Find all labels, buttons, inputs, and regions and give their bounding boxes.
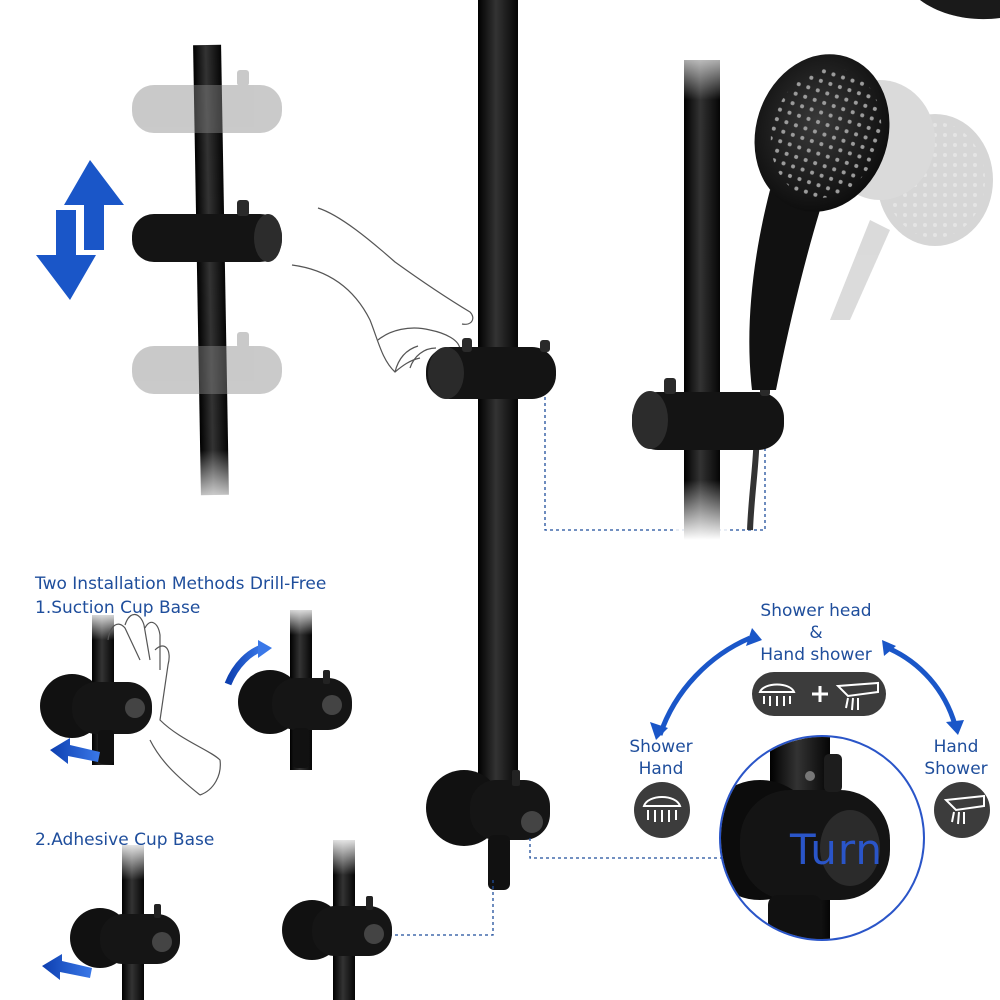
right-mode-line-1: Hand — [933, 737, 979, 757]
showerhead-icon — [642, 796, 682, 822]
mode-arrows — [650, 628, 964, 740]
hand-line-art-2 — [107, 613, 221, 796]
right-mode-label: Hand Shower — [910, 736, 1000, 780]
dotted-connectors — [385, 397, 766, 936]
hand-shower-mode-badge — [934, 782, 990, 838]
adhesive-base-2 — [282, 835, 392, 1000]
handheld-shower-icon — [835, 681, 879, 711]
plus-icon — [812, 686, 828, 702]
right-mode-line-2: Shower — [924, 759, 988, 779]
ghost-bracket-bottom — [132, 332, 282, 394]
up-down-arrows-icon — [36, 160, 124, 300]
pull-arrow-icon — [50, 738, 100, 764]
showerhead-icon — [758, 683, 796, 706]
diverter-zoom — [719, 735, 925, 941]
turn-label: Turn — [790, 825, 884, 874]
left-mode-line-2: Hand — [638, 759, 684, 779]
ghost-bracket-top — [132, 70, 282, 133]
left-mode-line-1: Shower — [629, 737, 693, 757]
handheld-shower-icon — [943, 794, 985, 825]
hand-line-art — [291, 207, 474, 373]
combined-mode-badge — [752, 672, 886, 716]
bracket-active — [132, 200, 282, 262]
method-2-label: 2.Adhesive Cup Base — [35, 830, 215, 850]
left-mode-label: Shower Hand — [615, 736, 707, 780]
suction-base-1 — [40, 610, 152, 765]
rain-head-edge — [920, 0, 1000, 20]
combined-mode-label: Shower head & Hand shower — [740, 600, 892, 666]
suction-base-2 — [224, 605, 352, 770]
methods-heading: Two Installation Methods Drill-Free — [35, 574, 327, 594]
combined-mode-line-1: Shower head — [760, 601, 872, 621]
combined-mode-line-2: & — [809, 623, 823, 643]
handheld-shower-illustration — [632, 40, 993, 540]
combined-mode-line-3: Hand shower — [760, 645, 872, 665]
adhesive-base-1 — [42, 840, 180, 1000]
shower-hand-mode-badge — [634, 782, 690, 838]
pull-arrow-icon-2 — [42, 954, 92, 980]
main-slide-bar — [426, 0, 556, 890]
sliding-bracket-illustration — [36, 44, 282, 510]
method-1-label: 1.Suction Cup Base — [35, 598, 201, 618]
